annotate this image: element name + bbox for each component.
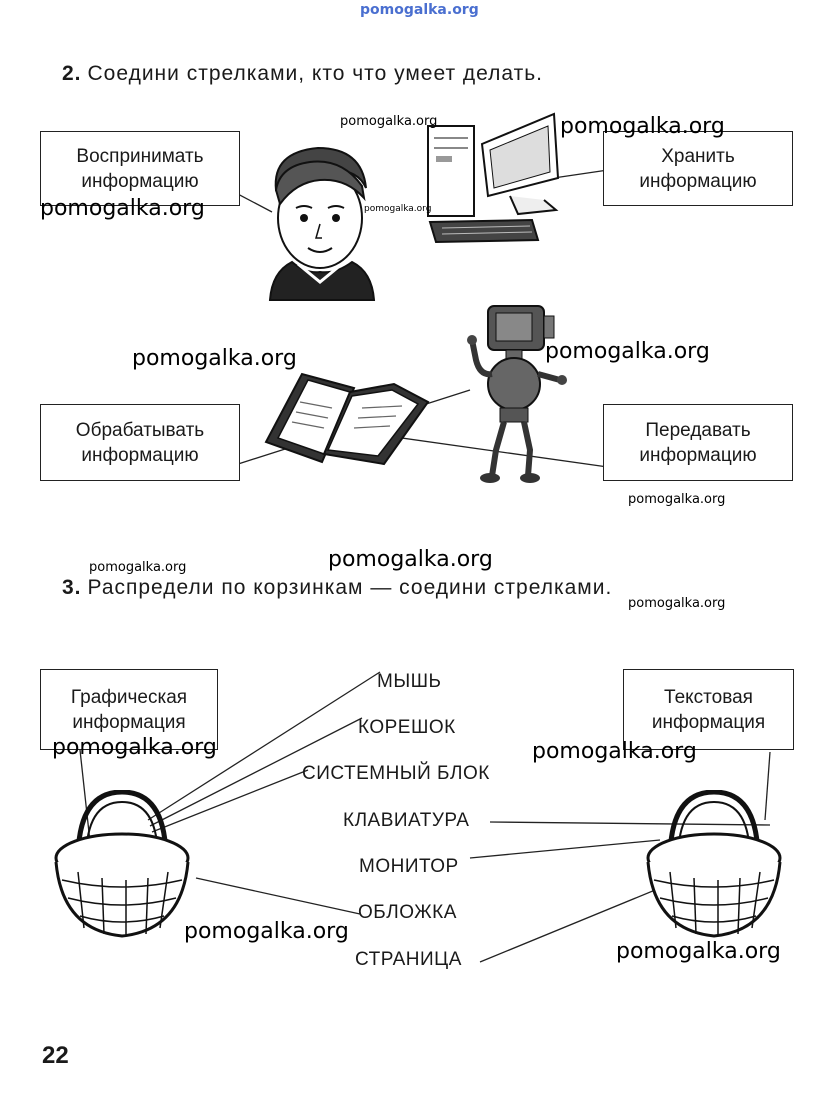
book-picture (264, 372, 430, 466)
word-system-unit: СИСТЕМНЫЙ БЛОК (302, 763, 490, 784)
watermark-12: pomogalka.org (532, 739, 697, 764)
box-store-line1: Хранить (661, 145, 735, 167)
box-transmit-line1: Передавать (645, 419, 751, 441)
watermark-11: pomogalka.org (52, 735, 217, 760)
basket-left-picture (54, 790, 190, 938)
word-keyboard: КЛАВИАТУРА (343, 810, 470, 831)
word-spine: КОРЕШОК (358, 717, 456, 738)
box-process-line1: Обрабатывать (75, 419, 205, 441)
box-store-information: Хранить информацию (603, 131, 793, 206)
page-number: 22 (42, 1042, 69, 1069)
watermark-13: pomogalka.org (184, 919, 349, 944)
word-page: СТРАНИЦА (355, 949, 462, 970)
task2-number: 2. (62, 62, 82, 85)
basket-right-picture (646, 790, 782, 938)
task2-text: Соедини стрелками, кто что умеет делать. (87, 62, 543, 85)
watermark-1: pomogalka.org (340, 114, 438, 129)
box-graphic-line1: Графическая (70, 686, 188, 708)
word-mouse: МЫШЬ (377, 671, 442, 692)
watermark-2: pomogalka.org (560, 114, 725, 139)
box-perceive-line2: информацию (81, 170, 199, 192)
word-monitor: МОНИТОР (359, 856, 459, 877)
box-text-line1: Текстовая (664, 686, 753, 708)
box-text-line2: информация (651, 711, 766, 733)
box-perceive-information: Воспринимать информацию (40, 131, 240, 206)
watermark-14: pomogalka.org (616, 939, 781, 964)
robot-picture (467, 305, 567, 483)
watermark-3: pomogalka.org (40, 196, 205, 221)
task3-text: Распредели по корзинкам — соедини стрелк… (87, 576, 613, 599)
watermark-6: pomogalka.org (545, 339, 710, 364)
task3-heading: 3.Распредели по корзинкам — соедини стре… (62, 576, 612, 600)
box-transmit-line2: информацию (639, 444, 757, 466)
word-cover: ОБЛОЖКА (358, 902, 457, 923)
box-transmit-information: Передавать информацию (603, 404, 793, 481)
box-text-information: Текстовая информация (623, 669, 794, 750)
box-graphic-line2: информация (72, 711, 186, 733)
watermark-7: pomogalka.org (628, 492, 726, 507)
boy-picture (268, 146, 376, 301)
watermark-top: pomogalka.org (360, 2, 479, 18)
task2-heading: 2.Соедини стрелками, кто что умеет делат… (62, 62, 543, 86)
watermark-10: pomogalka.org (628, 596, 726, 611)
watermark-4: pomogalka.org (364, 204, 432, 214)
watermark-9: pomogalka.org (328, 547, 493, 572)
box-process-line2: информацию (81, 444, 199, 466)
box-graphic-information: Графическая информация (40, 669, 218, 750)
box-perceive-line1: Воспринимать (76, 145, 204, 167)
box-store-line2: информацию (639, 170, 757, 192)
box-process-information: Обрабатывать информацию (40, 404, 240, 481)
task3-number: 3. (62, 576, 82, 599)
computer-picture (427, 112, 560, 244)
watermark-5: pomogalka.org (132, 346, 297, 371)
watermark-8: pomogalka.org (89, 560, 187, 575)
